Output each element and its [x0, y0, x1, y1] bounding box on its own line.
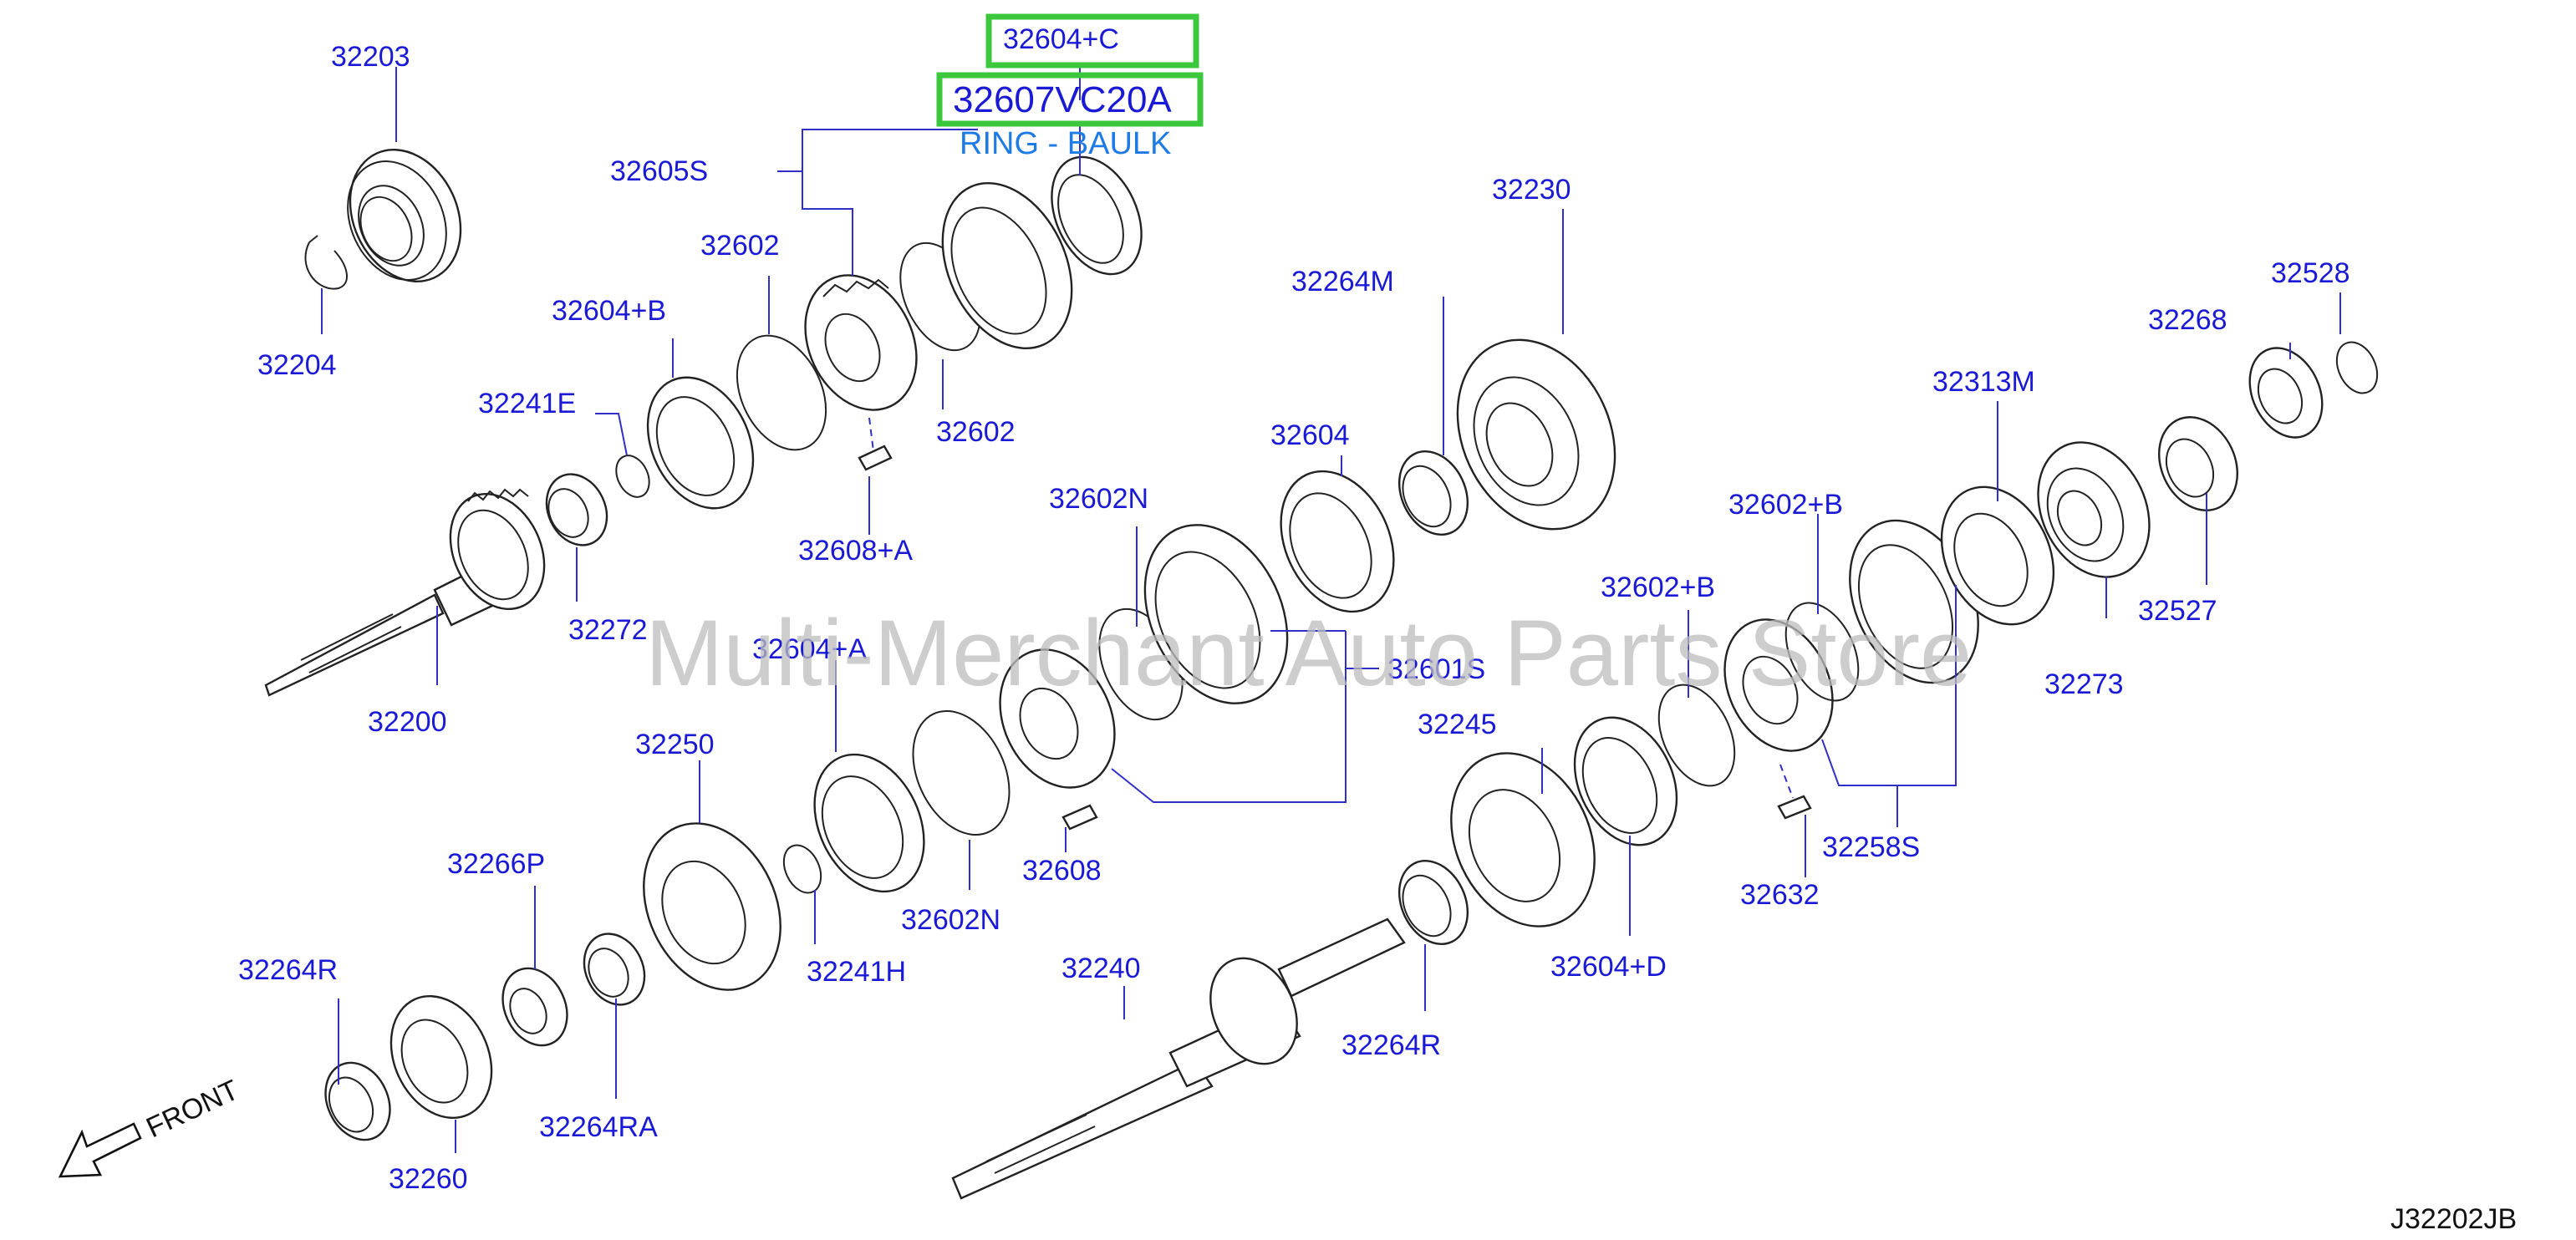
part-label-32608[interactable]: 32608 [1022, 855, 1102, 887]
part-label-32602[interactable]: 32602 [700, 230, 780, 262]
part-label-32264r[interactable]: 32264R [238, 954, 338, 986]
part-label-32250[interactable]: 32250 [635, 729, 715, 760]
gear-32230-drawing [1456, 338, 1616, 531]
snap-ring-32241h-drawing [782, 844, 822, 894]
watermark-text: Multi-Merchant Auto Parts Store [645, 601, 1972, 705]
part-label-32200[interactable]: 32200 [368, 706, 447, 738]
sync-hub-32601s-drawing [999, 648, 1116, 789]
part-label-32241e[interactable]: 32241E [478, 388, 576, 419]
main-shaft-32240-drawing [951, 917, 1406, 1200]
part-label-32602n[interactable]: 32602N [1049, 483, 1148, 515]
part-label-32602[interactable]: 32602 [936, 416, 1016, 448]
spacer-32527-drawing [2157, 416, 2239, 511]
part-label-32264m[interactable]: 32264M [1291, 266, 1394, 297]
part-label-32528[interactable]: 32528 [2271, 257, 2350, 289]
gear-32245-drawing [1450, 752, 1596, 927]
part-label-32266p[interactable]: 32266P [447, 848, 545, 880]
spring-32602n-lower-drawing [912, 709, 1011, 836]
part-label-32313m[interactable]: 32313M [1932, 366, 2035, 398]
highlight-box-32604c [985, 13, 1199, 69]
part-label-32604d[interactable]: 32604+D [1550, 951, 1667, 983]
highlight-box-32607vc20a [936, 72, 1204, 127]
needle-bearing-32264ra-drawing [583, 933, 646, 1006]
baulk-ring-32604-drawing [1280, 470, 1395, 613]
part-label-32230[interactable]: 32230 [1492, 174, 1571, 206]
spring-32602b-upper-drawing [1784, 602, 1860, 702]
reverse-gear-32260-drawing [389, 994, 493, 1120]
insert-key-32608a-drawing [858, 445, 893, 471]
part-label-32264r[interactable]: 32264R [1341, 1029, 1441, 1061]
coupling-sleeve-32605s-drawing [941, 182, 1073, 349]
part-label-32604[interactable]: 32604 [1270, 419, 1350, 451]
part-label-32241h[interactable]: 32241H [807, 956, 906, 988]
baulk-ring-32604c-drawing [1051, 155, 1143, 276]
part-label-32245[interactable]: 32245 [1418, 709, 1497, 740]
insert-key-32608-drawing [1061, 804, 1098, 831]
bushing-32266p-drawing [501, 967, 568, 1047]
part-label-32268[interactable]: 32268 [2148, 304, 2227, 336]
part-description-ring-baulk: RING - BAULK [960, 126, 1171, 161]
part-label-32240[interactable]: 32240 [1061, 953, 1141, 984]
baulk-ring-32604a-drawing [813, 753, 925, 893]
gear-32313m-drawing [1940, 485, 2055, 626]
insert-key-32632-drawing [1777, 795, 1812, 820]
front-direction-label: FRONT [141, 1074, 243, 1144]
spring-32602-left-drawing [736, 334, 827, 451]
part-label-32260[interactable]: 32260 [389, 1163, 468, 1195]
snap-ring-32241e-drawing [615, 455, 650, 498]
part-label-32602n[interactable]: 32602N [901, 904, 1000, 936]
front-arrow-icon [58, 1122, 142, 1178]
needle-bearing-32264r-main-drawing [1397, 860, 1469, 945]
part-label-32272[interactable]: 32272 [568, 614, 648, 646]
coupling-sleeve-32601s-drawing [1143, 524, 1289, 704]
needle-bearing-32264m-drawing [1397, 450, 1469, 536]
gear-32250-drawing [643, 822, 781, 991]
part-label-32604b[interactable]: 32604+B [552, 295, 666, 327]
spring-32602b-lower-drawing [1657, 684, 1736, 787]
bearing-32273-drawing [2037, 441, 2151, 578]
part-labels: 32203 32204 32604+C 32607VC20A RING - BA… [238, 23, 2350, 1195]
part-label-32604c[interactable]: 32604+C [1003, 23, 1119, 55]
input-shaft-32200-drawing [264, 488, 546, 697]
diagram-code: J32202JB [2390, 1203, 2517, 1235]
sync-hub-32258s-drawing [1723, 618, 1834, 752]
needle-bearing-32272-drawing [545, 473, 608, 546]
part-label-32258s[interactable]: 32258S [1822, 831, 1920, 863]
part-label-32605s[interactable]: 32605S [610, 155, 708, 187]
part-label-32602b[interactable]: 32602+B [1601, 572, 1715, 603]
snap-ring-32528-drawing [2335, 341, 2379, 394]
part-label-32273[interactable]: 32273 [2044, 668, 2124, 700]
baulk-ring-32604d-drawing [1573, 716, 1678, 846]
part-label-32204[interactable]: 32204 [257, 349, 337, 381]
part-label-32607vc20a[interactable]: 32607VC20A [953, 79, 1172, 120]
bearing-32268-drawing [2248, 347, 2324, 439]
part-label-32203[interactable]: 32203 [331, 41, 410, 73]
baulk-ring-32604b-drawing [646, 376, 755, 510]
leader-lines [321, 63, 2341, 1153]
part-label-32527[interactable]: 32527 [2138, 595, 2217, 627]
part-label-32264ra[interactable]: 32264RA [539, 1111, 658, 1143]
part-label-32601s[interactable]: 32601S [1387, 653, 1485, 685]
part-label-32632[interactable]: 32632 [1740, 879, 1820, 911]
needle-bearing-32264r-drawing [324, 1061, 391, 1141]
part-drawings [58, 148, 2379, 1200]
bearing-32203-drawing [347, 148, 462, 283]
sync-hub-32605s-drawing [804, 274, 918, 411]
snap-ring-32204-drawing [304, 235, 348, 290]
part-label-32604a[interactable]: 32604+A [752, 633, 867, 665]
part-label-32608a[interactable]: 32608+A [798, 535, 913, 567]
part-label-32602b[interactable]: 32602+B [1728, 489, 1843, 521]
